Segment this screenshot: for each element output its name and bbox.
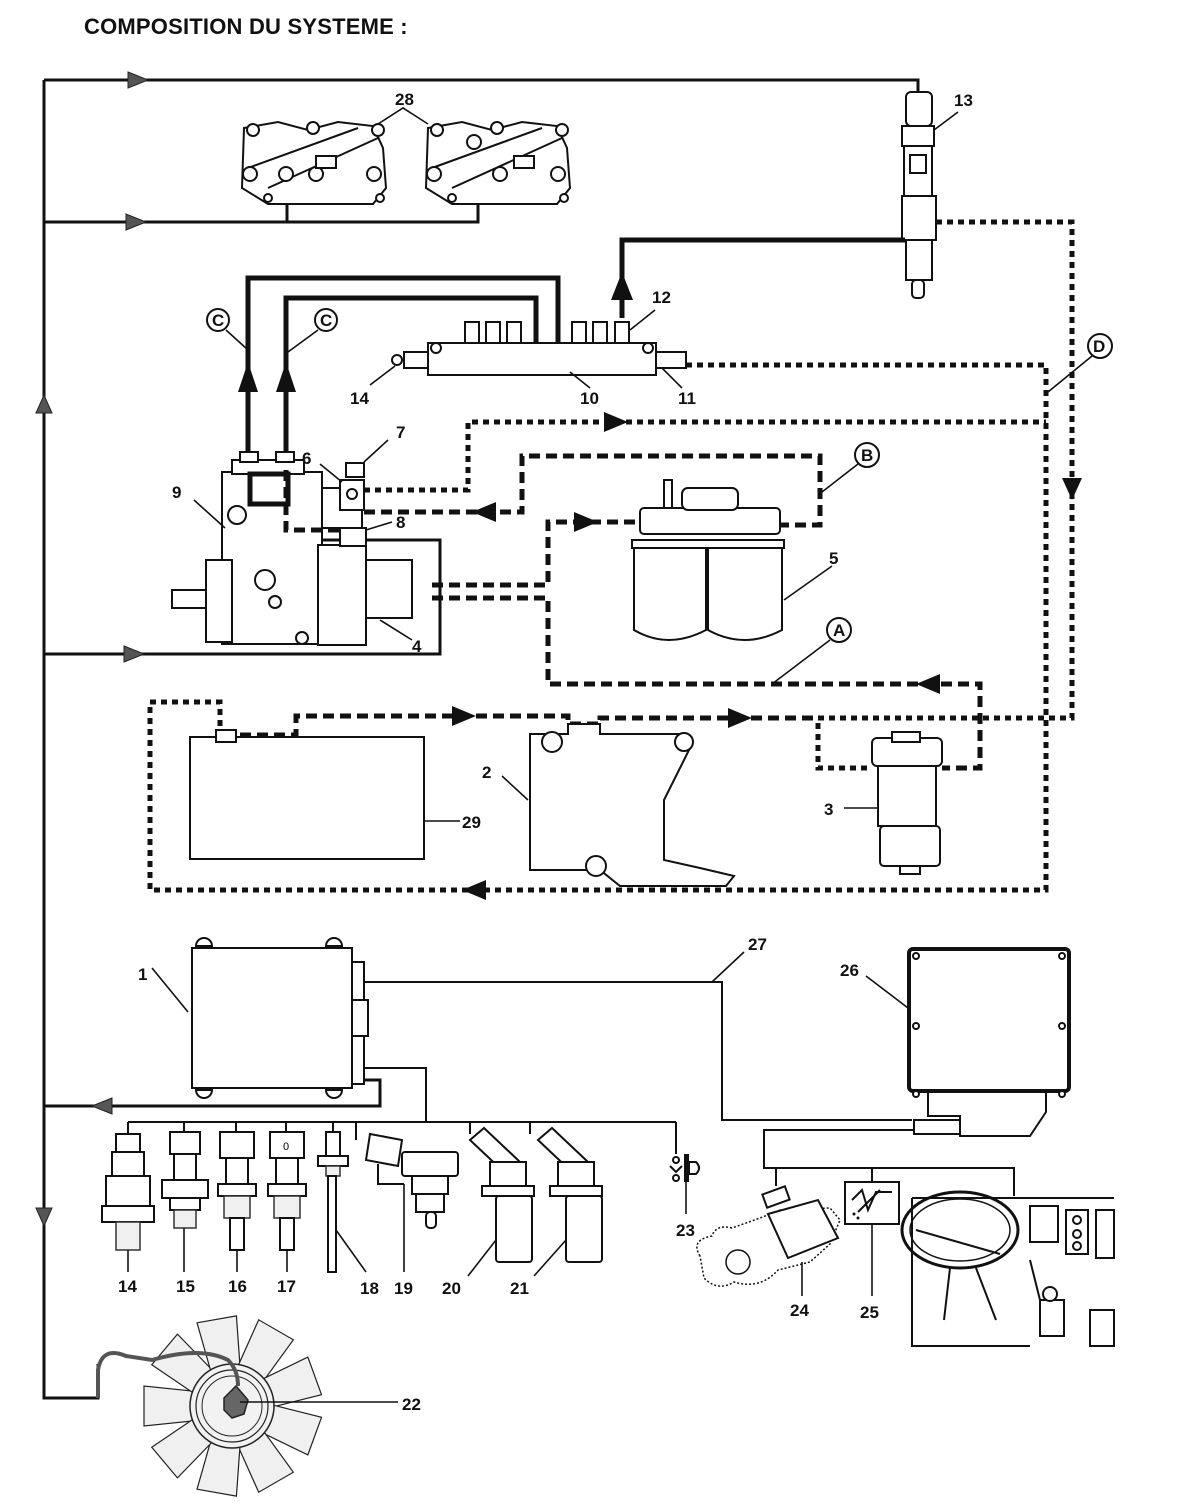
label-28: 28	[395, 90, 414, 109]
svg-text:A: A	[833, 621, 845, 640]
label-16: 16	[228, 1277, 247, 1296]
prefilter-pump: 3	[824, 731, 943, 875]
label-24: 24	[790, 1301, 809, 1320]
injector: 13	[901, 91, 973, 299]
label-20: 20	[442, 1279, 461, 1298]
arrow-right-icon	[728, 708, 752, 728]
svg-text:B: B	[861, 446, 873, 465]
label-9: 9	[172, 483, 181, 502]
arrow-left-icon	[472, 502, 496, 522]
sensor-16: 16	[217, 1131, 257, 1296]
arrow-left-icon	[90, 1097, 113, 1115]
sensor-18: 18	[317, 1131, 379, 1298]
dashboard-illustration	[900, 1190, 1115, 1347]
arrow-up-icon	[35, 393, 53, 414]
sensor-19: 19	[364, 1132, 459, 1298]
arrow-right-icon	[123, 645, 146, 663]
label-13: 13	[954, 91, 973, 110]
circle-label-d: D	[1047, 333, 1113, 393]
sensor-14: 14	[101, 1133, 155, 1296]
warning-lamp: 25	[844, 1181, 900, 1322]
label-25: 25	[860, 1303, 879, 1322]
label-17: 17	[277, 1277, 296, 1296]
sensor-15: 15	[161, 1131, 209, 1296]
flow-arrows-gray	[35, 71, 150, 1228]
svg-text:C: C	[320, 311, 332, 330]
label-8: 8	[396, 513, 405, 532]
label-29: 29	[462, 813, 481, 832]
engine-ecu: 1	[138, 937, 369, 1099]
label-3: 3	[824, 800, 833, 819]
label-11: 11	[678, 389, 696, 408]
sensor-17: 0 17	[267, 1131, 307, 1296]
label-2: 2	[482, 763, 491, 782]
label-19: 19	[394, 1279, 413, 1298]
fuel-tank: 29	[189, 729, 481, 860]
arrow-right-icon	[452, 706, 476, 726]
ecu-wiring: 27	[127, 935, 912, 1154]
sensor-20: 20	[442, 1126, 535, 1298]
high-pressure-pump: 9 6 7 8 4	[171, 423, 422, 656]
switch-23: 23	[669, 1154, 700, 1240]
arrow-down-icon	[1062, 478, 1082, 500]
rocker-assemblies: 28	[240, 90, 572, 205]
arrow-right-icon	[574, 512, 598, 532]
label-12: 12	[652, 288, 671, 307]
label-23: 23	[676, 1221, 695, 1240]
fan-clutch: 22	[96, 1315, 421, 1497]
circle-label-c1: C	[206, 308, 249, 351]
svg-text:D: D	[1093, 337, 1105, 356]
page-title: COMPOSITION DU SYSTEME :	[84, 14, 408, 39]
label-21: 21	[510, 1279, 529, 1298]
sensor-21: 21	[510, 1126, 603, 1298]
arrow-left-icon	[916, 674, 940, 694]
dual-fuel-filter: 5	[631, 479, 838, 641]
fuel-lines	[147, 219, 1082, 900]
circle-label-a: A	[771, 617, 852, 685]
circle-label-b: B	[821, 442, 880, 493]
label-27: 27	[748, 935, 767, 954]
label-14-rail: 14	[350, 389, 369, 408]
arrow-right-icon	[604, 412, 628, 432]
high-pressure-lines	[238, 237, 905, 460]
label-15: 15	[176, 1277, 195, 1296]
arrow-down-icon	[35, 1207, 53, 1228]
arrow-right-icon	[125, 213, 148, 231]
circle-label-c2: C	[287, 308, 338, 353]
zero-mark: 0	[283, 1141, 289, 1153]
label-4: 4	[412, 637, 422, 656]
svg-text:C: C	[212, 311, 224, 330]
arrow-up-icon	[276, 362, 296, 392]
label-1: 1	[138, 965, 147, 984]
label-7: 7	[396, 423, 405, 442]
label-26: 26	[840, 961, 859, 980]
label-10: 10	[580, 389, 599, 408]
arrow-right-icon	[127, 71, 150, 89]
label-6: 6	[302, 449, 311, 468]
vehicle-ecu: 26	[763, 947, 1071, 1196]
arrow-left-icon	[462, 880, 486, 900]
label-5: 5	[829, 549, 838, 568]
label-14-sensor: 14	[118, 1277, 137, 1296]
label-18: 18	[360, 1279, 379, 1298]
common-rail: 12 14 10 11	[350, 288, 696, 408]
arrow-up-icon	[238, 362, 258, 392]
lamp-symbol-icon	[851, 1188, 892, 1213]
label-22: 22	[402, 1395, 421, 1414]
pedal-sensor: 24	[696, 1185, 841, 1320]
bracket-plate: 2	[482, 723, 736, 887]
arrow-up-icon	[611, 272, 633, 300]
